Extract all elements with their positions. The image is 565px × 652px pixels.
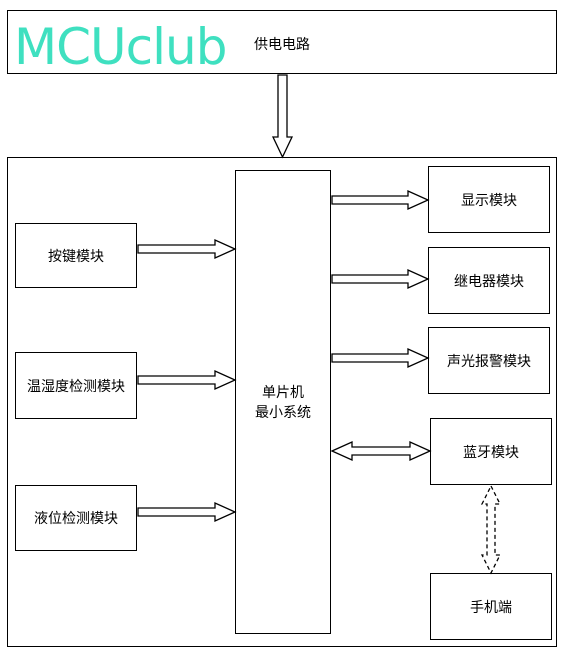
- relay-module-label: 继电器模块: [454, 273, 524, 290]
- temp-humidity-module: 温湿度检测模块: [15, 352, 137, 419]
- mcu-box: 单片机 最小系统: [235, 170, 331, 634]
- display-module: 显示模块: [428, 166, 550, 233]
- power-to-system-arrow: [271, 74, 294, 159]
- bluetooth-phone-wireless-arrow: [480, 484, 502, 575]
- liquid-level-module: 液位检测模块: [15, 485, 137, 551]
- temp-humidity-module-label: 温湿度检测模块: [27, 378, 125, 395]
- phone-module-label: 手机端: [470, 599, 512, 616]
- mcu-bluetooth-bidirectional-arrow: [330, 440, 432, 462]
- bluetooth-module-label: 蓝牙模块: [463, 444, 519, 461]
- mcu-to-alarm-arrow: [331, 347, 430, 369]
- mcu-label-line2: 最小系统: [255, 405, 311, 421]
- bluetooth-module: 蓝牙模块: [430, 418, 552, 485]
- alarm-module-label: 声光报警模块: [447, 353, 531, 370]
- power-supply-label: 供电电路: [254, 37, 310, 53]
- temp-to-mcu-arrow: [137, 369, 237, 391]
- mcu-to-display-arrow: [331, 189, 430, 211]
- keypad-module: 按键模块: [15, 223, 137, 288]
- keypad-module-label: 按键模块: [48, 248, 104, 265]
- mcu-to-relay-arrow: [331, 268, 430, 290]
- relay-module: 继电器模块: [428, 247, 550, 314]
- display-module-label: 显示模块: [461, 192, 517, 209]
- power-supply-box: 供电电路: [7, 10, 557, 74]
- mcuclub-watermark-logo: MCUclub: [14, 18, 227, 76]
- mcu-label-line1: 单片机: [262, 385, 304, 401]
- liquid-level-module-label: 液位检测模块: [34, 511, 118, 527]
- liquid-to-mcu-arrow: [137, 501, 237, 523]
- alarm-module: 声光报警模块: [428, 327, 550, 394]
- keypad-to-mcu-arrow: [137, 238, 237, 260]
